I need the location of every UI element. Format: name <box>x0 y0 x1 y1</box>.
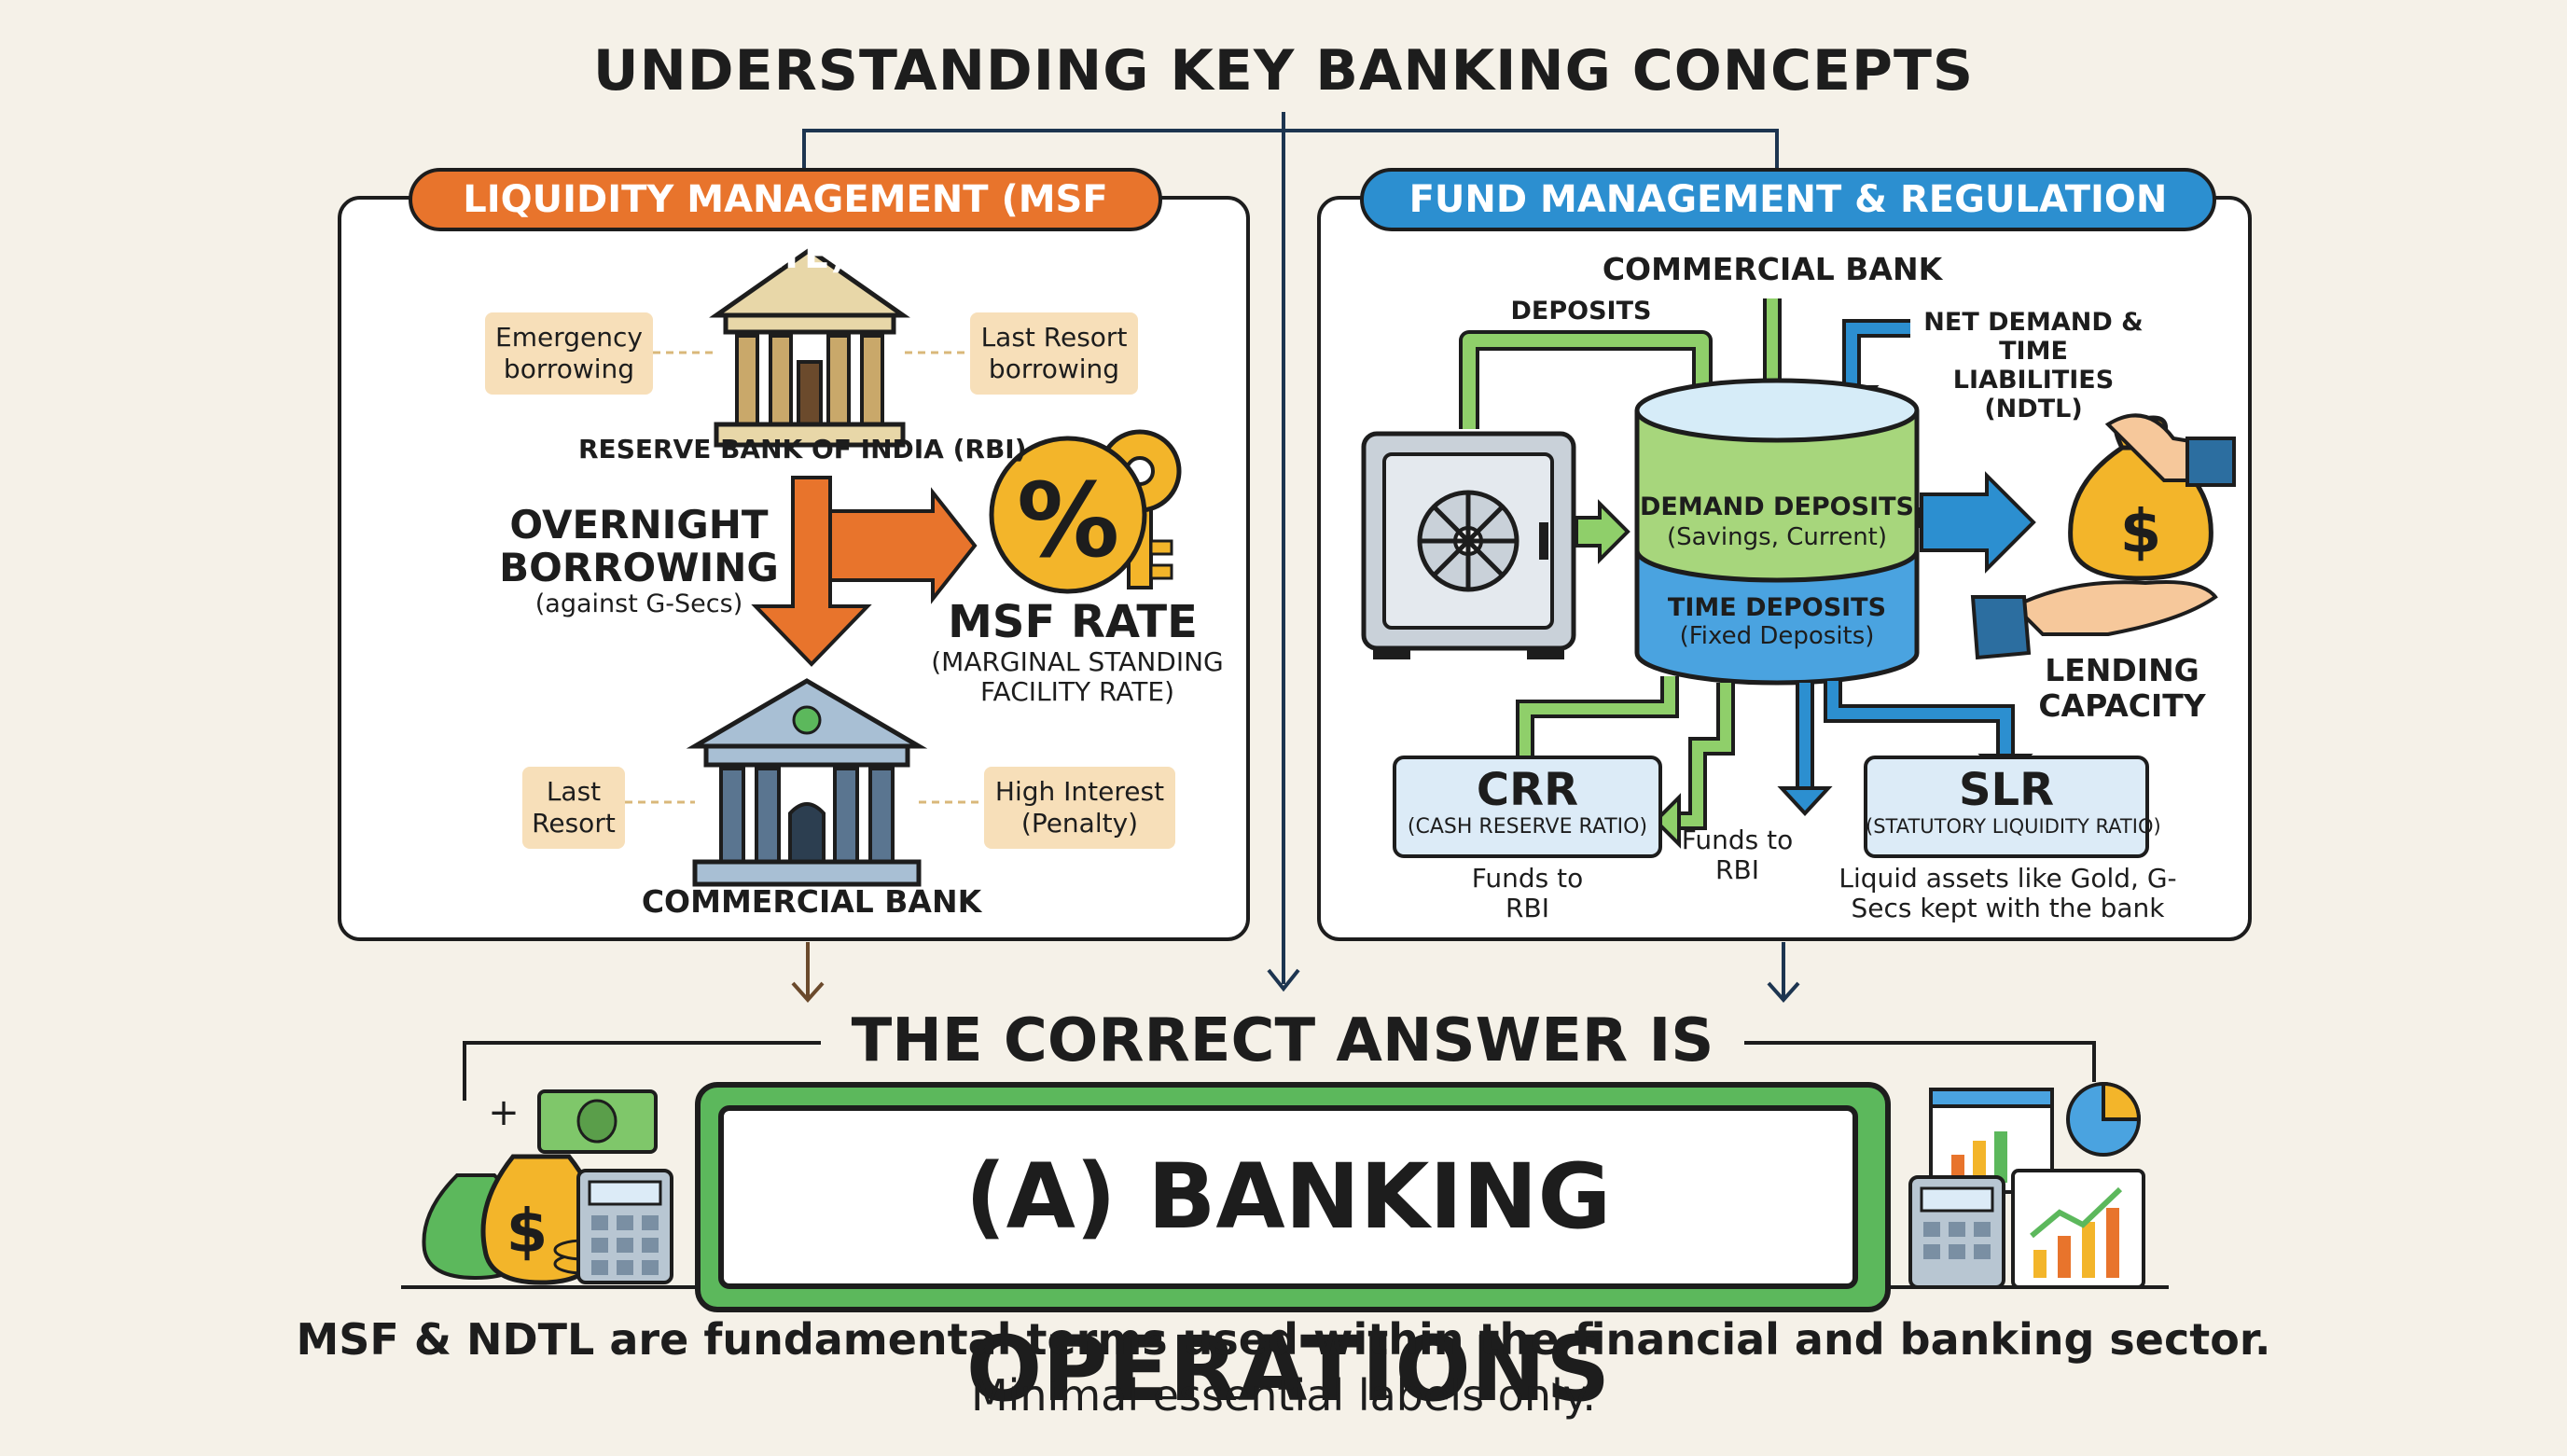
msf-key-icon <box>989 429 1182 594</box>
tag-last-resort-borrowing: Last Resort borrowing <box>970 312 1138 395</box>
cash-note-icon <box>537 1089 658 1154</box>
page-title: UNDERSTANDING KEY BANKING CONCEPTS <box>592 38 1975 104</box>
deposits-cylinder <box>1634 378 1920 686</box>
right-panel-header: FUND MANAGEMENT & REGULATION (NDTL) <box>1360 168 2216 277</box>
overnight-title: OVERNIGHT BORROWING <box>499 502 779 591</box>
slr-subtitle: (STATUTORY LIQUIDITY RATIO) <box>1866 815 2161 838</box>
calculator-icon-right <box>1908 1175 2005 1289</box>
tag-high-interest: High Interest (Penalty) <box>984 767 1175 849</box>
bag-dollar-sign: $ <box>506 1198 548 1267</box>
report-chart-icon <box>1929 1088 2054 1194</box>
slr-note: Liquid assets like Gold, G-Secs kept wit… <box>1839 863 2177 924</box>
left-panel-header: LIQUIDITY MANAGEMENT (MSF RATE) <box>409 168 1162 277</box>
time-deposits-sub: (Fixed Deposits) <box>1679 622 1875 650</box>
funds-to-rbi-label: Funds to RBI <box>1681 825 1794 886</box>
footer-line-2: Minimal essential labels only. <box>970 1370 1597 1421</box>
footer-line-1: MSF & NDTL are fundamental terms used wi… <box>296 1314 2271 1365</box>
answer-text: (A) BANKING OPERATIONS <box>718 1105 1858 1421</box>
msf-rate-title: MSF RATE <box>948 596 1198 648</box>
right-commercial-bank-label: COMMERCIAL BANK <box>1602 251 1943 287</box>
overnight-arrow <box>751 476 978 667</box>
percent-symbol: % <box>1017 461 1120 580</box>
crr-subtitle: (CASH RESERVE RATIO) <box>1407 815 1648 839</box>
demand-deposits-sub: (Savings, Current) <box>1666 523 1888 551</box>
hand-icon <box>1970 413 2236 660</box>
overnight-subtitle: (against G-Secs) <box>534 589 743 618</box>
calculator-icon-left <box>576 1169 673 1284</box>
vault-safe-icon <box>1361 431 1576 659</box>
slr-title: SLR <box>1958 764 2055 816</box>
msf-rate-subtitle: (MARGINAL STANDING FACILITY RATE) <box>931 646 1224 708</box>
plus-icon: + <box>488 1091 520 1134</box>
tag-emergency-borrowing: Emergency borrowing <box>485 312 653 395</box>
slr-box <box>1864 756 2149 858</box>
tag-last-resort: Last Resort <box>522 767 625 849</box>
crr-title: CRR <box>1476 764 1579 816</box>
crr-note: Funds to RBI <box>1471 863 1584 924</box>
answer-intro: THE CORRECT ANSWER IS <box>851 1006 1714 1075</box>
lending-capacity-label: LENDING CAPACITY <box>2038 652 2206 724</box>
rbi-label: RESERVE BANK OF INDIA (RBI) <box>578 434 1027 465</box>
ndtl-label: NET DEMAND & TIME LIABILITIES (NDTL) <box>1923 308 2144 424</box>
rbi-building-icon <box>709 246 910 448</box>
left-commercial-bank-label: COMMERCIAL BANK <box>641 883 982 920</box>
commercial-bank-icon <box>686 678 928 887</box>
demand-deposits-title: DEMAND DEPOSITS <box>1640 492 1914 521</box>
deposits-label: DEPOSITS <box>1510 297 1652 326</box>
growth-chart-icon <box>2011 1169 2145 1289</box>
money-bag-dollar: $ <box>2119 498 2162 567</box>
pie-chart-icon <box>2066 1081 2142 1157</box>
crr-box <box>1393 756 1662 858</box>
time-deposits-title: TIME DEPOSITS <box>1667 593 1887 622</box>
